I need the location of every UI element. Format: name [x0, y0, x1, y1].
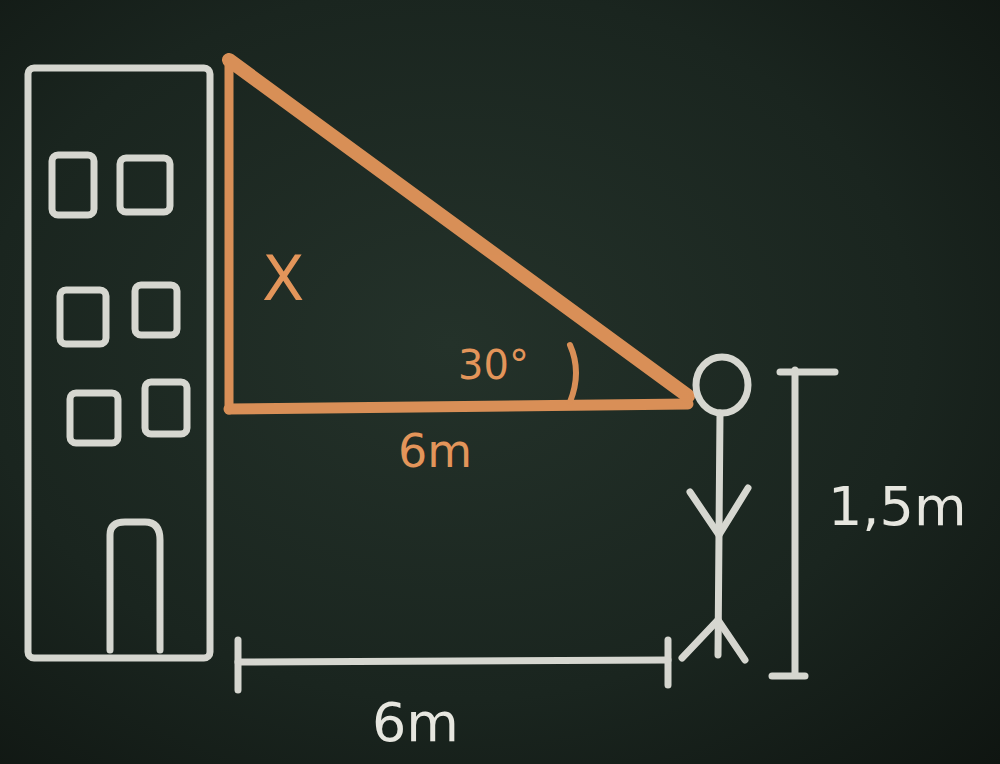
- door: [110, 522, 160, 650]
- height-side: [225, 60, 234, 410]
- distance-tick: [665, 640, 672, 685]
- window: [145, 382, 187, 434]
- dimension: 6m: [372, 696, 459, 750]
- height-unknown: X: [262, 248, 304, 310]
- arms: [690, 488, 748, 535]
- person: [238, 357, 835, 690]
- head: [696, 357, 748, 413]
- building: [28, 68, 210, 658]
- distance-line: [238, 660, 668, 662]
- bracket-cap: [780, 369, 835, 376]
- dimension: 1,5m: [828, 480, 966, 534]
- base-side: [229, 404, 688, 409]
- window: [52, 155, 94, 215]
- window: [70, 393, 118, 443]
- distance-tick: [235, 640, 242, 690]
- window: [135, 285, 177, 335]
- legs: [682, 620, 745, 660]
- dimension: 6m: [398, 428, 472, 474]
- angle-label: 30°: [458, 345, 529, 385]
- bracket-cap: [772, 673, 805, 680]
- hypotenuse: [229, 60, 688, 396]
- window: [60, 290, 106, 344]
- height-bracket: [792, 370, 799, 675]
- triangle: [229, 60, 688, 410]
- building-outline: [28, 68, 210, 658]
- angle-arc: [570, 345, 576, 402]
- window: [120, 158, 170, 212]
